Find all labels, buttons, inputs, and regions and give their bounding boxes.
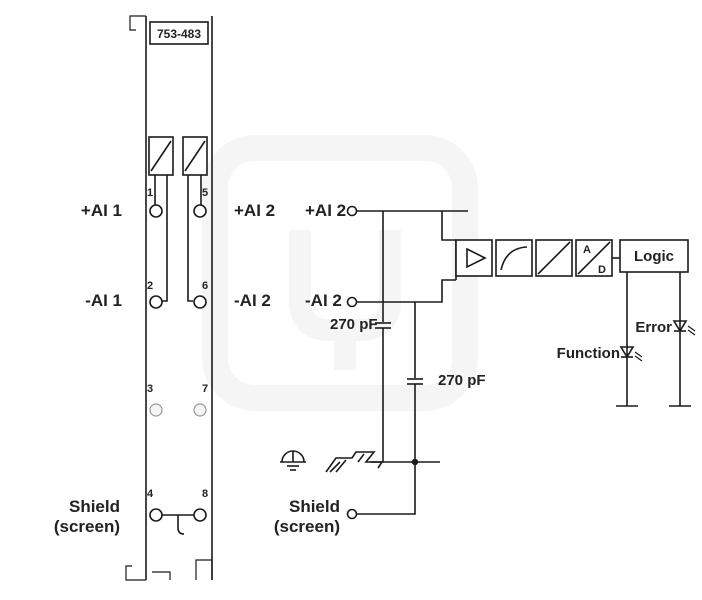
schematic-terminal-pos (346, 205, 358, 217)
terminal-number-7: 7 (202, 383, 208, 395)
terminal-3 (149, 403, 163, 417)
terminal-7 (193, 403, 207, 417)
din-rail-icon (325, 451, 384, 473)
schematic-shield-line1: Shield (289, 497, 340, 516)
schematic-terminal-shield (346, 508, 358, 520)
terminal-number-6: 6 (202, 280, 208, 292)
ad-converter-a: A (583, 244, 591, 256)
watermark-logo (202, 135, 478, 411)
terminal-number-4: 4 (147, 488, 154, 500)
module-housing (125, 15, 213, 581)
schematic-input-neg-label: -AI 2 (305, 291, 342, 310)
amplifier-icon (455, 239, 493, 277)
error-led-icon (672, 320, 696, 336)
ad-converter-d: D (598, 264, 606, 276)
label-shield-line2: (screen) (54, 517, 120, 536)
filter-icon (495, 239, 533, 277)
part-number-box (149, 21, 209, 45)
schematic-terminal-neg (346, 296, 358, 308)
label-shield-line1: Shield (69, 497, 120, 516)
terminal-number-2: 2 (147, 280, 153, 292)
terminal-1 (149, 204, 163, 218)
error-label: Error (635, 319, 672, 336)
terminal-8 (193, 508, 207, 522)
label-ai2-neg: -AI 2 (234, 291, 271, 310)
terminal-2 (149, 295, 163, 309)
terminal-6 (193, 295, 207, 309)
input-isolation-block-1 (148, 136, 174, 176)
function-led-icon (619, 346, 643, 362)
input-isolation-block-2 (182, 136, 208, 176)
terminal-5 (193, 204, 207, 218)
cap1-label: 270 pF (330, 316, 378, 333)
terminal-4 (149, 508, 163, 522)
label-ai1-neg: -AI 1 (85, 291, 122, 310)
terminal-number-8: 8 (202, 488, 208, 500)
logic-block (619, 239, 689, 273)
terminal-number-3: 3 (147, 383, 153, 395)
schematic-input-pos-label: +AI 2 (305, 201, 346, 220)
function-label: Function (557, 345, 620, 362)
terminal-number-1: 1 (147, 187, 153, 199)
part-number: 753-483 (157, 27, 201, 41)
terminal-number-5: 5 (202, 187, 208, 199)
logic-label: Logic (634, 248, 674, 265)
ad-converter-icon (575, 239, 613, 277)
schematic-shield-line2: (screen) (274, 517, 340, 536)
ground-earth-icon (280, 450, 306, 471)
label-ai1-pos: +AI 1 (81, 201, 122, 220)
label-ai2-pos: +AI 2 (234, 201, 275, 220)
cap2-label: 270 pF (438, 372, 486, 389)
converter-icon (535, 239, 573, 277)
